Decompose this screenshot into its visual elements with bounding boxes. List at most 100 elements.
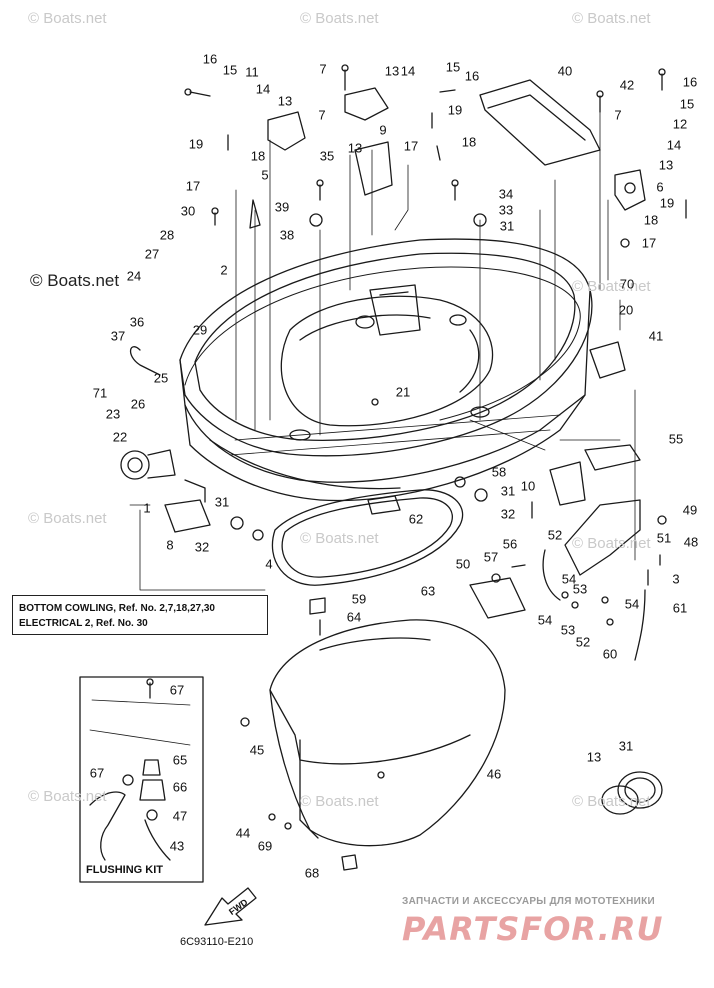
callout-number: 69 bbox=[257, 838, 273, 854]
callout-number: 36 bbox=[129, 314, 145, 330]
callout-number: 51 bbox=[656, 530, 672, 546]
callout-number: 70 bbox=[619, 276, 635, 292]
callout-number: 34 bbox=[498, 186, 514, 202]
lower-bracket bbox=[164, 479, 211, 533]
callout-number: 12 bbox=[672, 116, 688, 132]
fasteners bbox=[122, 64, 687, 871]
watermark: © Boats.net bbox=[572, 278, 651, 295]
brand-logo: PARTSFOR.RU bbox=[402, 910, 664, 948]
callout-number: 7 bbox=[614, 107, 622, 123]
top-cowling bbox=[269, 619, 506, 847]
callout-number: 19 bbox=[188, 136, 204, 152]
callout-number: 44 bbox=[235, 825, 251, 841]
callout-number: 31 bbox=[618, 738, 634, 754]
top-panel-cover bbox=[479, 79, 601, 166]
callout-number: 49 bbox=[682, 502, 698, 518]
callout-number: 55 bbox=[668, 431, 684, 447]
watermark: © Boats.net bbox=[28, 10, 107, 27]
callout-number: 52 bbox=[575, 634, 591, 650]
callout-number: 3 bbox=[672, 571, 680, 587]
callout-number: 62 bbox=[408, 511, 424, 527]
callout-number: 22 bbox=[112, 429, 128, 445]
callout-number: 19 bbox=[447, 102, 463, 118]
watermark: © Boats.net bbox=[572, 10, 651, 27]
callout-number: 47 bbox=[172, 808, 188, 824]
bottom-cowling bbox=[179, 238, 593, 502]
reference-note-box: BOTTOM COWLING, Ref. No. 2,7,18,27,30 EL… bbox=[12, 595, 268, 635]
watermark: © Boats.net bbox=[28, 788, 107, 805]
callout-number: 1 bbox=[143, 500, 151, 516]
callout-number: 14 bbox=[400, 63, 416, 79]
watermark: © Boats.net bbox=[28, 510, 107, 527]
callout-number: 13 bbox=[384, 63, 400, 79]
flushing-kit-box bbox=[79, 676, 204, 883]
callout-number: 5 bbox=[261, 167, 269, 183]
watermark: © Boats.net bbox=[300, 793, 379, 810]
callout-number: 27 bbox=[144, 246, 160, 262]
callout-number: 68 bbox=[304, 865, 320, 881]
flushing-kit-label: FLUSHING KIT bbox=[86, 864, 163, 876]
leader-lines bbox=[129, 99, 636, 591]
callout-number: 53 bbox=[560, 622, 576, 638]
callout-number: 67 bbox=[89, 765, 105, 781]
callout-number: 18 bbox=[250, 148, 266, 164]
callout-number: 24 bbox=[126, 268, 142, 284]
callout-number: 35 bbox=[319, 148, 335, 164]
watermark: © Boats.net bbox=[300, 10, 379, 27]
callout-number: 66 bbox=[172, 779, 188, 795]
callout-number: 13 bbox=[658, 157, 674, 173]
callout-number: 52 bbox=[547, 527, 563, 543]
watermark: © Boats.net bbox=[572, 535, 651, 552]
callout-number: 41 bbox=[648, 328, 664, 344]
callout-number: 57 bbox=[483, 549, 499, 565]
callout-number: 30 bbox=[180, 203, 196, 219]
callout-number: 13 bbox=[586, 749, 602, 765]
callout-number: 15 bbox=[679, 96, 695, 112]
callout-number: 18 bbox=[643, 212, 659, 228]
copyright-label: © Boats.net bbox=[30, 271, 120, 290]
reference-line-2: ELECTRICAL 2, Ref. No. 30 bbox=[19, 618, 148, 629]
callout-number: 15 bbox=[445, 59, 461, 75]
callout-number: 13 bbox=[347, 140, 363, 156]
callout-number: 61 bbox=[672, 600, 688, 616]
callout-number: 58 bbox=[491, 464, 507, 480]
callout-number: 50 bbox=[455, 556, 471, 572]
callout-number: 16 bbox=[202, 51, 218, 67]
right-side-assembly bbox=[469, 444, 646, 661]
callout-number: 2 bbox=[220, 262, 228, 278]
callout-number: 31 bbox=[214, 494, 230, 510]
center-box bbox=[369, 284, 421, 336]
callout-number: 28 bbox=[159, 227, 175, 243]
callout-number: 16 bbox=[682, 74, 698, 90]
callout-number: 13 bbox=[277, 93, 293, 109]
hood-lock-left bbox=[267, 87, 389, 151]
callout-number: 33 bbox=[498, 202, 514, 218]
callout-number: 60 bbox=[602, 646, 618, 662]
callout-number: 7 bbox=[318, 107, 326, 123]
reference-line-1: BOTTOM COWLING, Ref. No. 2,7,18,27,30 bbox=[19, 603, 215, 614]
rubber-seal bbox=[184, 266, 581, 421]
callout-number: 45 bbox=[249, 742, 265, 758]
callout-number: 32 bbox=[194, 539, 210, 555]
callout-number: 21 bbox=[395, 384, 411, 400]
callout-number: 17 bbox=[403, 138, 419, 154]
callout-number: 17 bbox=[641, 235, 657, 251]
callout-number: 8 bbox=[166, 537, 174, 553]
callout-number: 18 bbox=[461, 134, 477, 150]
watermark: © Boats.net bbox=[572, 793, 651, 810]
callout-number: 67 bbox=[169, 682, 185, 698]
callout-number: 71 bbox=[92, 385, 108, 401]
callout-number: 54 bbox=[537, 612, 553, 628]
fwd-arrow-icon bbox=[204, 887, 257, 926]
callout-number: 63 bbox=[420, 583, 436, 599]
callout-number: 16 bbox=[464, 68, 480, 84]
hook-bracket bbox=[354, 141, 393, 196]
callout-number: 14 bbox=[255, 81, 271, 97]
diagram-code: 6C93110-E210 bbox=[180, 936, 254, 948]
callout-number: 37 bbox=[110, 328, 126, 344]
callout-number: 25 bbox=[153, 370, 169, 386]
callout-number: 11 bbox=[245, 64, 259, 80]
callout-number: 20 bbox=[618, 302, 634, 318]
